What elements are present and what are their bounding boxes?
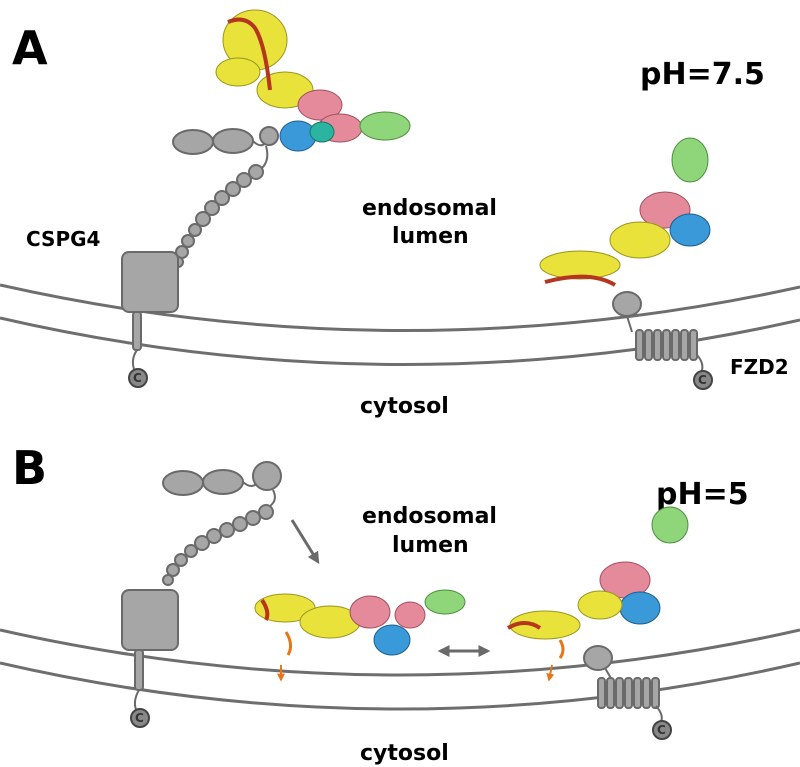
cspg4-cytoplasmic-marker: C [128,368,148,388]
fzd2-receptor [612,291,704,376]
panel-b-membrane-outer [0,628,800,677]
cspg4-c-label-b: C [135,711,144,725]
ph-arrow-right [546,664,555,682]
cspg4-bead-chain-b [162,504,274,586]
panel-b-membrane-inner [0,661,800,711]
fzd2-c-label-b: C [657,723,666,737]
release-arrow [290,519,320,565]
panel-b-letter: B [12,441,47,495]
panel-a-lumen-label-2: lumen [392,224,469,249]
panel-b-cytosol-label: cytosol [360,741,449,766]
panel-a-letter: A [12,21,48,75]
complex-on-fzd2 [539,137,711,287]
panel-a-lumen-label-1: endosomal [362,196,497,221]
cspg4-cytoplasmic-marker-b: C [130,708,150,728]
panel-b-ph-label: pH=5 [656,477,749,512]
panel-a-cytosol-label: cytosol [360,394,449,419]
panel-b: B pH=5 endosomal lumen cytosol [0,441,800,766]
cspg4-receptor-b [121,461,282,713]
fzd2-transmembrane-helices-b [597,677,660,709]
panel-a: A pH=7.5 endosomal lumen cytosol CSPG4 F… [0,9,800,419]
free-complex [254,589,466,656]
panel-b-lumen-label-2: lumen [392,533,469,558]
fzd2-cytoplasmic-marker: C [693,370,713,390]
panel-b-lumen-label-1: endosomal [362,504,497,529]
fzd2-transmembrane-helices [635,329,698,361]
fzd2-receptor-b [583,645,663,725]
cspg4-receptor [121,126,279,373]
fzd2-c-label: C [698,373,707,387]
complex-on-cspg4 [215,9,411,152]
cspg4-c-label: C [133,371,142,385]
panel-a-membrane-outer [0,283,800,332]
fzd2-cytoplasmic-marker-b: C [652,720,672,740]
complex-on-fzd2-b [506,506,689,659]
fzd2-label: FZD2 [730,355,789,379]
cspg4-bead-chain [172,164,264,268]
panel-a-ph-label: pH=7.5 [640,57,765,92]
cspg4-label: CSPG4 [26,227,100,251]
